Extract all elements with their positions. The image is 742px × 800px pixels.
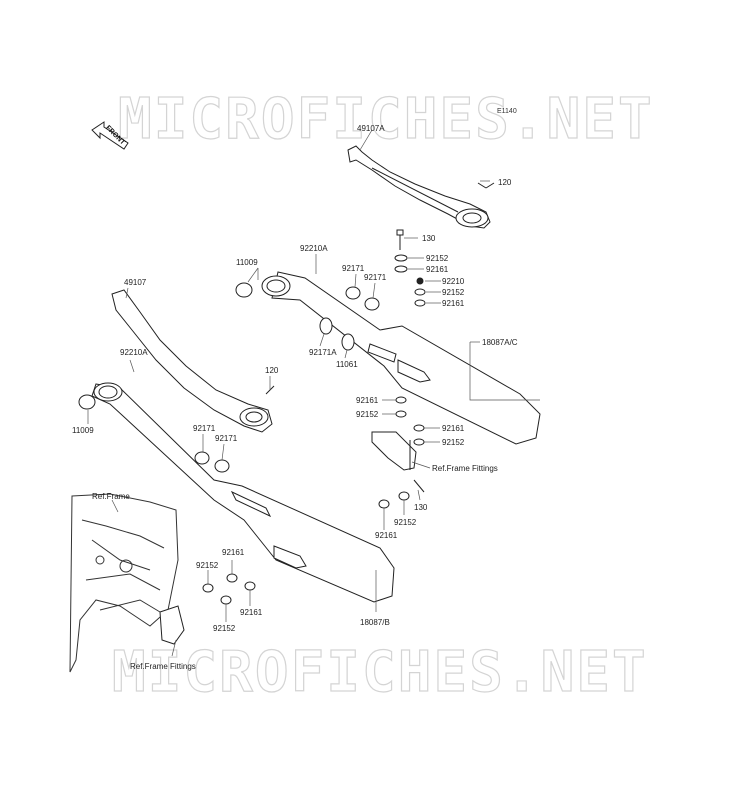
callout-49107A: 49107A	[357, 124, 385, 133]
frame-section	[69, 493, 179, 673]
callout-11009-left: 11009	[72, 426, 94, 435]
muffler-lower	[91, 382, 395, 603]
callout-92171-b: 92171	[364, 273, 387, 282]
callout-92161-f: 92161	[222, 548, 245, 557]
callout-120-top: 120	[498, 178, 512, 187]
watermark-bottom: MICROFICHES.NET	[111, 640, 648, 705]
heat-shield-upper	[347, 145, 491, 229]
diagram-code: E1140	[497, 108, 517, 115]
callout-18087AC: 18087A/C	[482, 338, 518, 347]
callout-92161-d: 92161	[442, 424, 465, 433]
callout-130-top: 130	[422, 234, 436, 243]
callout-92171-c: 92171	[193, 424, 216, 433]
gasket-top	[235, 282, 253, 298]
bracket-lower	[159, 605, 185, 645]
clamps-upper	[319, 286, 380, 351]
callout-18087B: 18087/B	[360, 618, 390, 627]
callout-92161-c: 92161	[356, 396, 379, 405]
callout-92152-d: 92152	[442, 438, 465, 447]
callout-92152-b: 92152	[442, 288, 465, 297]
callout-92171A: 92171A	[309, 348, 337, 357]
callout-49107: 49107	[124, 278, 147, 287]
watermark-top: MICROFICHES.NET	[117, 87, 654, 152]
callout-92152-e: 92152	[394, 518, 417, 527]
callout-92171-a: 92171	[342, 264, 365, 273]
callout-11009-top: 11009	[236, 258, 258, 267]
front-indicator: FRONT	[94, 122, 132, 160]
callout-92152-c: 92152	[356, 410, 379, 419]
callout-92161-a: 92161	[426, 265, 449, 274]
washers-upper	[394, 229, 426, 470]
callout-92152-f: 92152	[196, 561, 219, 570]
muffler-upper	[261, 271, 541, 445]
callout-ref-frame-fittings-bottom: Ref.Frame Fittings	[130, 662, 196, 671]
callout-11061: 11061	[336, 360, 358, 369]
callout-92161-g: 92161	[240, 608, 263, 617]
callout-120-left: 120	[265, 366, 279, 375]
callout-92210: 92210	[442, 277, 465, 286]
callout-92210A-top: 92210A	[300, 244, 328, 253]
callout-130-right: 130	[414, 503, 428, 512]
bracket-upper	[371, 431, 417, 471]
callout-92161-e: 92161	[375, 531, 398, 540]
callout-ref-frame-fittings-top: Ref.Frame Fittings	[432, 464, 498, 473]
callout-92171-d: 92171	[215, 434, 238, 443]
callout-ref-frame: Ref.Frame	[92, 492, 130, 501]
gasket-left	[78, 394, 96, 410]
washers-lower	[202, 479, 425, 605]
heat-shield-lower	[111, 289, 273, 433]
callout-92210A-left: 92210A	[120, 348, 148, 357]
front-label: FRONT	[104, 124, 127, 147]
front-arrow-icon	[91, 121, 129, 150]
callout-92161-b: 92161	[442, 299, 465, 308]
callout-92152-g: 92152	[213, 624, 236, 633]
callout-92152-a: 92152	[426, 254, 449, 263]
